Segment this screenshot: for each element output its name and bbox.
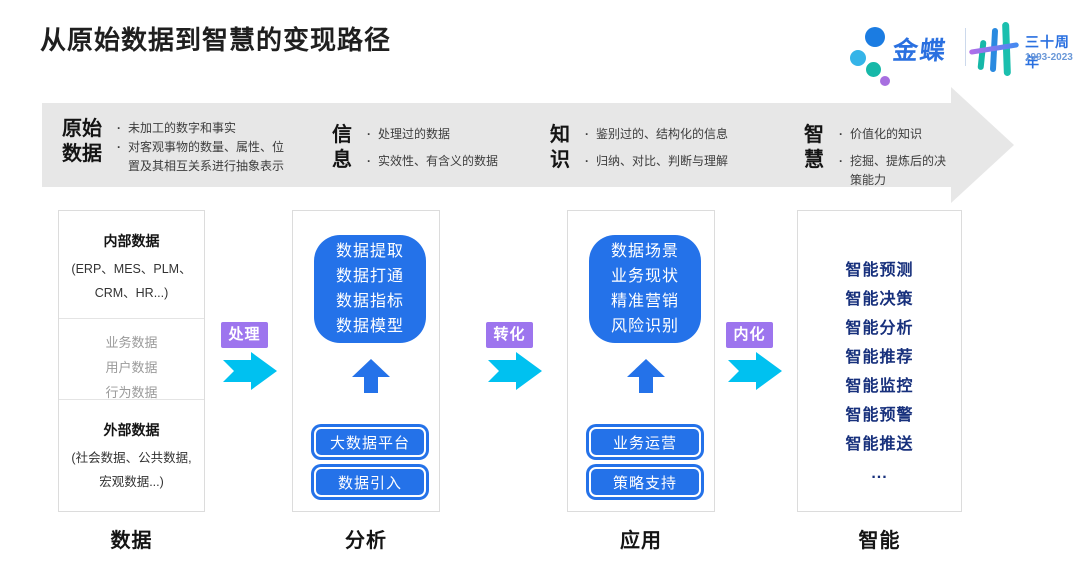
stage-name: 信 息 xyxy=(332,124,352,171)
logo-dot-purple-icon xyxy=(880,76,890,86)
bottom-label-application: 应用 xyxy=(620,530,662,552)
bottom-label-data: 数据 xyxy=(110,530,153,552)
application-main-box: 数据场景 业务现状 精准营销 风险识别 xyxy=(589,235,701,343)
analysis-main-box: 数据提取 数据打通 数据指标 数据模型 xyxy=(314,235,426,343)
logo-dot-cyan-icon xyxy=(850,50,866,66)
flow-internalize: 内化 xyxy=(726,322,784,395)
stage-information: 信 息 处理过的数据 实效性、有含义的数据 xyxy=(332,123,498,179)
stage-knowledge: 知 识 鉴别过的、结构化的信息 归纳、对比、判断与理解 xyxy=(550,123,728,179)
logo-dot-blue-icon xyxy=(865,27,885,47)
column-analysis: 数据提取 数据打通 数据指标 数据模型 大数据平台 数据引入 xyxy=(292,210,440,512)
right-arrow-icon xyxy=(728,352,782,390)
right-arrow-icon xyxy=(488,352,542,390)
strategy-support-button: 策略支持 xyxy=(589,467,701,497)
list-item: 智能预警 xyxy=(845,407,914,424)
list-item: 智能推荐 xyxy=(845,349,914,366)
stage-name: 智 慧 xyxy=(804,124,824,171)
flow-label: 转化 xyxy=(486,322,533,348)
anniversary-label: 三十周年 xyxy=(1025,34,1070,70)
column-intelligence: 智能预测 智能决策 智能分析 智能推荐 智能监控 智能预警 智能推送 ... xyxy=(797,210,962,512)
data-import-button: 数据引入 xyxy=(314,467,426,497)
stage-bullets: 未加工的数字和事实 对客观事物的数量、属性、位置及其相互关系进行抽象表示 xyxy=(102,117,294,176)
section-heading: 外部数据 xyxy=(103,422,160,438)
flow-transform: 转化 xyxy=(486,322,544,395)
stage-name: 原始 数据 xyxy=(62,118,102,165)
stage-bullets: 鉴别过的、结构化的信息 归纳、对比、判断与理解 xyxy=(570,123,728,179)
flow-label: 内化 xyxy=(726,322,773,348)
banner-arrowhead xyxy=(951,87,1014,203)
anniversary-years: 1993-2023 xyxy=(1025,52,1073,63)
list-item: 智能预测 xyxy=(845,262,914,279)
page-title: 从原始数据到智慧的变现路径 xyxy=(40,25,392,55)
list-item: 智能推送 xyxy=(845,436,914,453)
list-item: 智能分析 xyxy=(845,320,914,337)
big-data-platform-button: 大数据平台 xyxy=(314,427,426,457)
bottom-label-analysis: 分析 xyxy=(345,530,387,552)
data-types-section: 业务数据 用户数据 行为数据 xyxy=(59,318,204,400)
logo-divider xyxy=(965,28,966,66)
column-data: 内部数据 (ERP、MES、PLM、 CRM、HR...) 业务数据 用户数据 … xyxy=(58,210,205,512)
brand-name: 金蝶 xyxy=(891,37,949,65)
section-heading: 内部数据 xyxy=(103,233,160,249)
kingdee-logo: 金蝶 三十周年 1993-2023 xyxy=(845,15,1075,90)
flow-process: 处理 xyxy=(221,322,279,395)
stage-name: 知 识 xyxy=(550,124,570,171)
logo-dot-teal-icon xyxy=(866,62,881,77)
up-arrow-icon xyxy=(352,359,390,393)
stage-raw-data: 原始 数据 未加工的数字和事实 对客观事物的数量、属性、位置及其相互关系进行抽象… xyxy=(62,117,294,176)
stage-bullets: 处理过的数据 实效性、有含义的数据 xyxy=(352,123,498,179)
business-operation-button: 业务运营 xyxy=(589,427,701,457)
flow-label: 处理 xyxy=(221,322,268,348)
stage-bullets: 价值化的知识 挖掘、提炼后的决策能力 xyxy=(824,123,952,198)
list-item: 业务数据 xyxy=(105,335,158,350)
right-arrow-icon xyxy=(223,352,277,390)
list-item: 智能监控 xyxy=(845,378,914,395)
intelligence-list: 智能预测 智能决策 智能分析 智能推荐 智能监控 智能预警 智能推送 ... xyxy=(798,211,961,488)
bottom-label-intelligence: 智能 xyxy=(858,530,901,552)
external-data-section: 外部数据 (社会数据、公共数据, 宏观数据...) xyxy=(59,400,204,494)
up-arrow-icon xyxy=(627,359,665,393)
list-item: 行为数据 xyxy=(105,385,158,400)
banner-arrow: 原始 数据 未加工的数字和事实 对客观事物的数量、属性、位置及其相互关系进行抽象… xyxy=(42,103,952,187)
list-item-ellipsis: ... xyxy=(871,465,888,482)
list-item: 智能决策 xyxy=(845,291,914,308)
list-item: 用户数据 xyxy=(105,360,158,375)
internal-data-section: 内部数据 (ERP、MES、PLM、 CRM、HR...) xyxy=(59,211,204,318)
stage-wisdom: 智 慧 价值化的知识 挖掘、提炼后的决策能力 xyxy=(804,123,952,198)
thirty-anniversary-icon xyxy=(968,20,1020,80)
column-application: 数据场景 业务现状 精准营销 风险识别 业务运营 策略支持 xyxy=(567,210,715,512)
